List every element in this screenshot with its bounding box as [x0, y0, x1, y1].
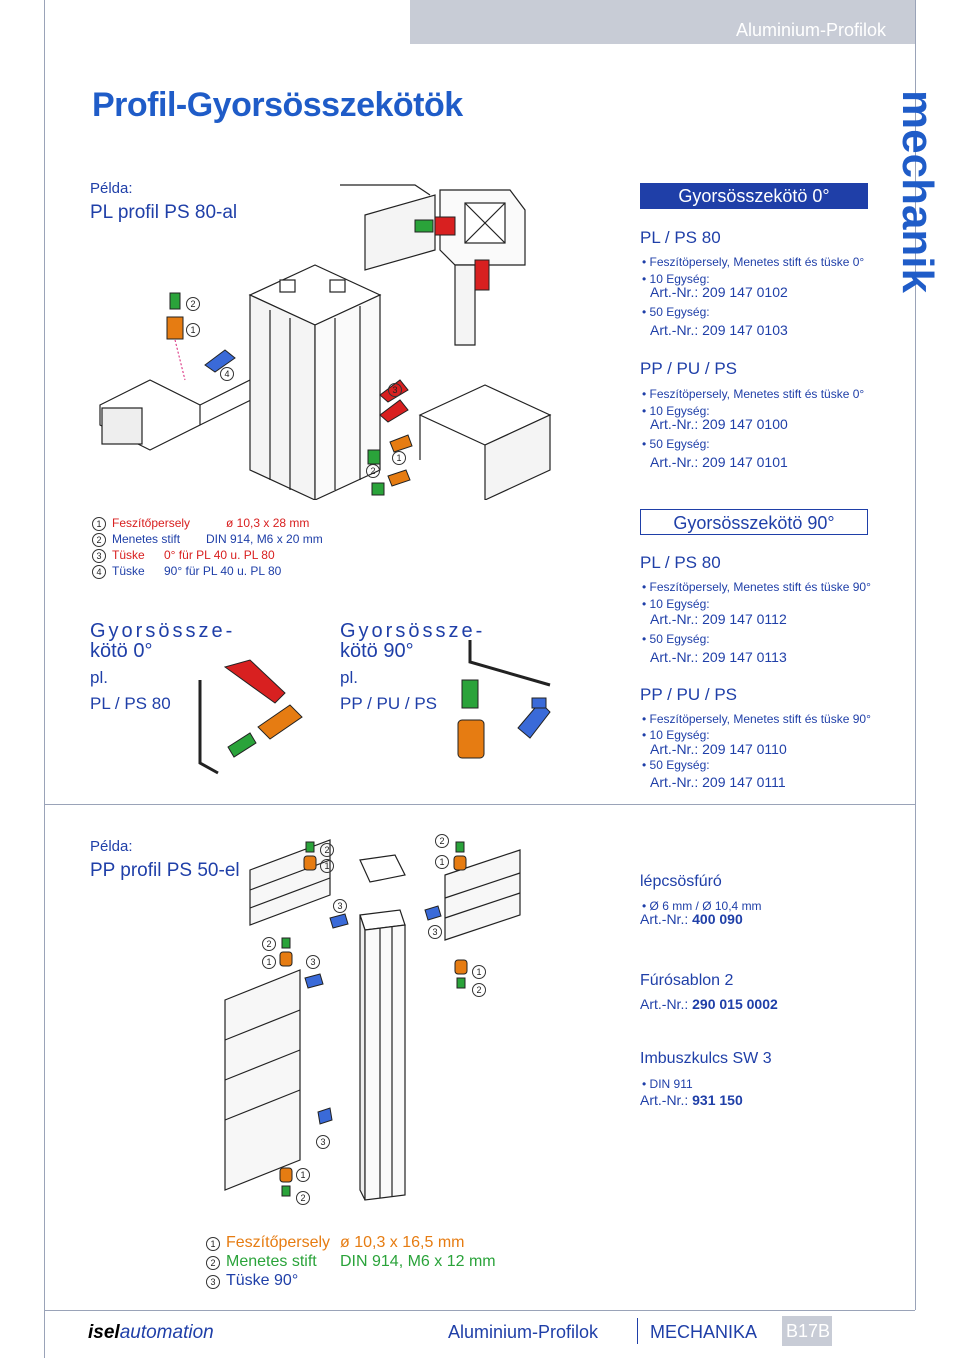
example1-label: Példa: — [90, 180, 133, 197]
callout-2: 2 — [186, 297, 200, 311]
callout2-3b: 3 — [428, 925, 442, 939]
side-word: mechanik — [893, 90, 942, 293]
box0-pp-heading: PP / PU / PS — [640, 359, 738, 378]
example1-text: PL profil PS 80-al — [90, 202, 238, 223]
footer-separator — [637, 1318, 638, 1344]
callout-4: 4 — [220, 367, 234, 381]
box0-pp-art10: Art.-Nr.: 209 147 0100 — [650, 416, 788, 432]
kit0-l4: PL / PS 80 — [90, 694, 171, 713]
callout2-2c: 2 — [262, 937, 276, 951]
header-bar — [410, 0, 915, 44]
box0-pl-heading: PL / PS 80 — [640, 228, 721, 247]
box90-pl-art10: Art.-Nr.: 209 147 0112 — [650, 611, 787, 627]
callout2-2d: 2 — [472, 983, 486, 997]
box90-pl-u50: • 50 Egység: — [642, 632, 710, 646]
callout-1: 1 — [186, 323, 200, 337]
right-rule — [915, 0, 916, 1310]
tool1-art: Art.-Nr.: 400 090 — [640, 911, 743, 927]
tool3-title: Imbuszkulcs SW 3 — [640, 1050, 772, 1067]
box90-pp-heading: PP / PU / PS — [640, 685, 738, 704]
box90-pp-desc: • Feszítöpersely, Menetes stift és tüske… — [642, 712, 871, 726]
box90-pl-u10: • 10 Egység: — [642, 597, 710, 611]
page-title: Profil-Gyorsösszekötök — [92, 86, 463, 124]
tool2-title: Fúrósablon 2 — [640, 972, 734, 989]
footer-mid: Aluminium-Profilok — [448, 1322, 599, 1342]
callout2-3e: 3 — [316, 1135, 330, 1149]
section-divider — [44, 804, 915, 805]
box90-pp-art50: Art.-Nr.: 209 147 0111 — [650, 774, 786, 790]
box90-pl-art50: Art.-Nr.: 209 147 0113 — [650, 649, 787, 665]
kit0-l3: pl. — [90, 668, 108, 687]
assembly-illustration-2 — [224, 839, 521, 1201]
left-rule — [44, 0, 45, 1358]
callout2-1b: 1 — [435, 855, 449, 869]
box0-title: Gyorsösszekötö 0° — [640, 183, 868, 209]
box0-pl-art10: Art.-Nr.: 209 147 0102 — [650, 284, 788, 300]
kit90-l4: PP / PU / PS — [340, 694, 438, 713]
callout-1b: 1 — [392, 451, 406, 465]
box90-pp-u50: • 50 Egység: — [642, 758, 710, 772]
kit0-l2: kötö 0° — [90, 640, 153, 662]
callout-2b: 2 — [366, 464, 380, 478]
footer-divider — [44, 1310, 915, 1311]
header-title: Aluminium-Profilok — [735, 20, 886, 40]
kit0-parts — [198, 659, 303, 775]
kit90-l3: pl. — [340, 668, 358, 687]
example2-label: Példa: — [90, 838, 133, 855]
callout-3: 3 — [388, 383, 402, 397]
box90-title: Gyorsösszekötö 90° — [640, 509, 868, 535]
tool1-item: • Ø 6 mm / Ø 10,4 mm — [642, 899, 762, 913]
footer-logo: iselautomation — [88, 1322, 214, 1343]
box90-pp-u10: • 10 Egység: — [642, 728, 710, 742]
callout2-2a: 2 — [320, 843, 334, 857]
assembly-illustration-1 — [99, 264, 552, 500]
callout2-1a: 1 — [320, 859, 334, 873]
kit0-l1: Gyorsössze- — [90, 620, 236, 642]
box90-pl-desc: • Feszítöpersely, Menetes stift és tüske… — [642, 580, 871, 594]
box90-pp-art10: Art.-Nr.: 209 147 0110 — [650, 741, 787, 757]
box0-pl-desc: • Feszítöpersely, Menetes stift és tüske… — [642, 255, 865, 269]
callout2-1e: 1 — [296, 1168, 310, 1182]
box0-pp-u50: • 50 Egység: — [642, 437, 710, 451]
tool3-item: • DIN 911 — [642, 1077, 693, 1091]
box0-pp-desc: • Feszítöpersely, Menetes stift és tüske… — [642, 387, 865, 401]
tool2-art: Art.-Nr.: 290 015 0002 — [640, 996, 778, 1012]
box0-pp-art50: Art.-Nr.: 209 147 0101 — [650, 454, 788, 470]
corner-illustration — [340, 184, 526, 346]
box90-pl-heading: PL / PS 80 — [640, 553, 721, 572]
tool3-art: Art.-Nr.: 931 150 — [640, 1092, 743, 1108]
kit90-parts — [457, 640, 551, 759]
example2-text: PP profil PS 50-el — [90, 860, 240, 881]
footer-right: MECHANIKA — [650, 1322, 758, 1342]
callout2-2e: 2 — [296, 1191, 310, 1205]
footer-page-number: B17B — [782, 1316, 832, 1346]
callout2-2b: 2 — [435, 834, 449, 848]
kit90-l2: kötö 90° — [340, 640, 414, 662]
tool1-title: lépcsösfúró — [640, 873, 722, 890]
callout2-3c: 3 — [306, 955, 320, 969]
box0-pp-u10: • 10 Egység: — [642, 404, 710, 418]
box0-pl-art50: Art.-Nr.: 209 147 0103 — [650, 322, 788, 338]
box0-pl-u50: • 50 Egység: — [642, 305, 710, 319]
callout2-3a: 3 — [333, 899, 347, 913]
kit90-l1: Gyorsössze- — [340, 620, 486, 642]
callout2-1c: 1 — [262, 955, 276, 969]
callout2-1d: 1 — [472, 965, 486, 979]
box0-pl-u10: • 10 Egység: — [642, 272, 710, 286]
